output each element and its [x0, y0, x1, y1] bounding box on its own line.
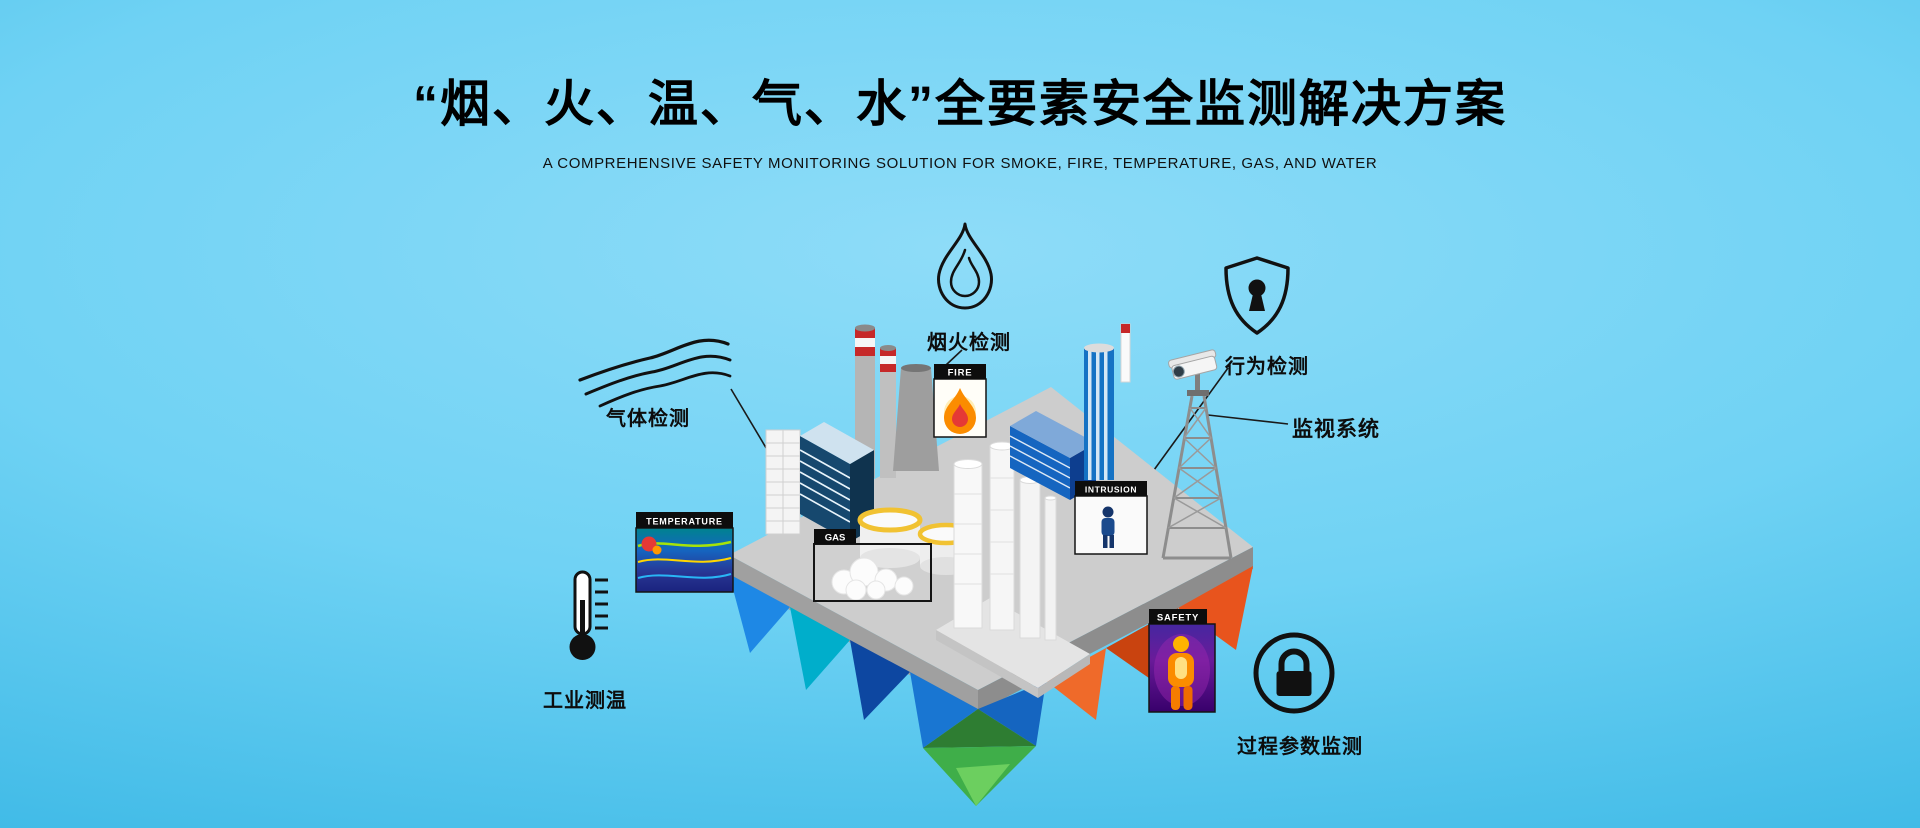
intrusion-box-label: INTRUSION — [1085, 485, 1137, 495]
page-title: “烟、火、温、气、水”全要素安全监测解决方案 — [413, 76, 1507, 132]
lock-circle-icon — [1253, 632, 1335, 714]
fire-inset: FIRE — [933, 364, 987, 438]
safety-box-label: SAFETY — [1157, 613, 1199, 624]
page-subtitle: A COMPREHENSIVE SAFETY MONITORING SOLUTI… — [542, 155, 1378, 172]
surveillance-system-label: 监视系统 — [1292, 418, 1380, 441]
industrial-temperature-label: 工业测温 — [543, 690, 627, 712]
gas-waves-icon — [578, 338, 732, 408]
thermometer-icon — [569, 570, 608, 660]
blue-tower — [1084, 323, 1131, 480]
temperature-inset: TEMPERATURE — [635, 512, 734, 593]
safety-inset: SAFETY — [1148, 609, 1216, 713]
cctv-camera-icon — [1168, 349, 1218, 380]
distillation-columns — [936, 441, 1090, 698]
intrusion-inset: INTRUSION — [1074, 481, 1148, 555]
behavior-detection-label: 行为检测 — [1225, 356, 1309, 378]
surveillance-tower — [1161, 349, 1233, 560]
gas-detection-label: 气体检测 — [606, 408, 690, 430]
process-parameter-monitoring-label: 过程参数监测 — [1237, 736, 1363, 758]
smoke-fire-detection-label: 烟火检测 — [927, 332, 1011, 354]
shield-keyhole-icon — [1224, 256, 1290, 335]
temperature-box-label: TEMPERATURE — [646, 517, 723, 527]
gas-box-label: GAS — [825, 533, 846, 544]
gas-leak-inset: GAS — [813, 529, 932, 602]
industrial-island-illustration: GAS TEMPERATURE FIRE — [635, 323, 1253, 806]
flame-outline-icon — [937, 222, 993, 310]
striped-chimneys — [855, 324, 939, 478]
fire-box-label: FIRE — [948, 368, 973, 379]
